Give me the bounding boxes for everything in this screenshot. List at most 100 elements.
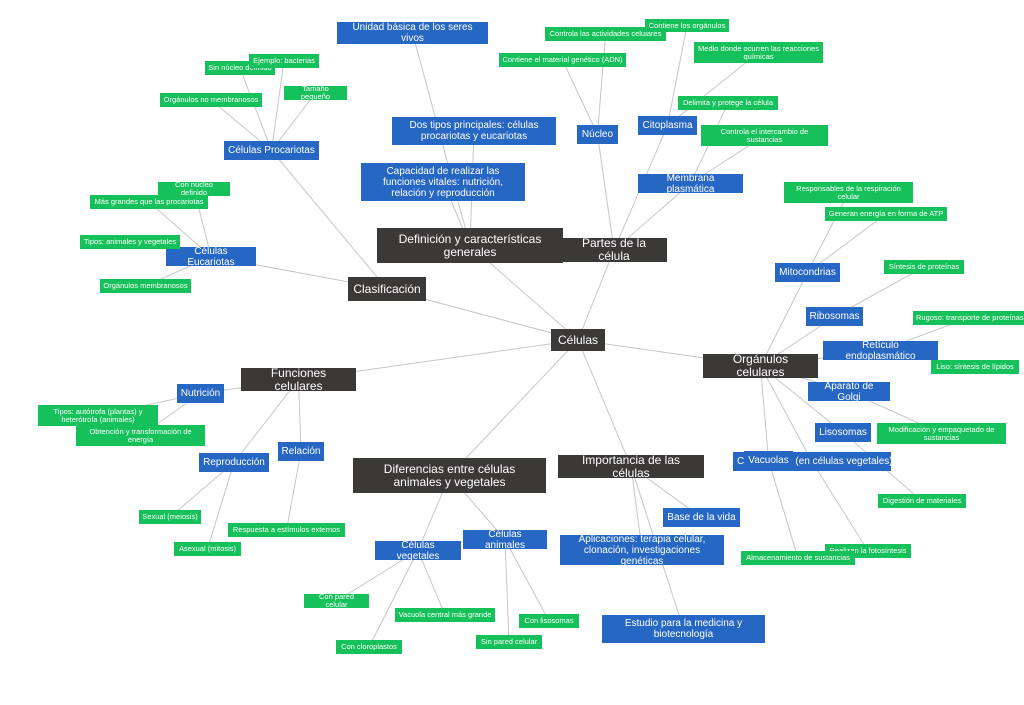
detail-sin-pared-celular[interactable]: Sin pared celular — [476, 635, 542, 649]
subtopic-capacidad[interactable]: Capacidad de realizar las funciones vita… — [361, 163, 525, 201]
detail-label: Sin pared celular — [480, 637, 538, 647]
detail-label: Ejemplo: bacterias — [253, 56, 315, 66]
topic-importancia[interactable]: Importancia de las células — [558, 455, 704, 478]
detail-con-lisosomas[interactable]: Con lisosomas — [519, 614, 579, 628]
detail-contiene-organulos[interactable]: Contiene los orgánulos — [645, 19, 729, 32]
detail-mas-grandes[interactable]: Más grandes que las procariotas — [90, 195, 208, 209]
subtopic-aparato-golgi[interactable]: Aparato de Golgi — [808, 382, 890, 401]
connector-line — [760, 272, 808, 367]
detail-sintesis-proteinas[interactable]: Síntesis de proteínas — [884, 260, 964, 274]
topic-clasificacion[interactable]: Clasificación — [348, 277, 426, 301]
detail-label: Tipos: animales y vegetales — [83, 237, 177, 247]
detail-respuesta-estimulos[interactable]: Respuesta a estímulos externos — [228, 523, 345, 537]
topic-label: Funciones celulares — [270, 368, 327, 391]
detail-label: Delimita y protege la célula — [682, 98, 774, 108]
detail-ejemplo-bacterias[interactable]: Ejemplo: bacterias — [249, 54, 319, 68]
subtopic-reticulo-endoplasmatico[interactable]: Retículo endoplasmático — [823, 341, 938, 360]
subtopic-aplicaciones[interactable]: Aplicaciones: terapia celular, clonación… — [560, 535, 724, 565]
subtopic-nutricion[interactable]: Nutrición — [177, 384, 224, 403]
subtopic-nucleo[interactable]: Núcleo — [577, 125, 618, 144]
subtopic-mitocondrias[interactable]: Mitocondrias — [775, 263, 840, 282]
subtopic-ribosomas[interactable]: Ribosomas — [806, 307, 863, 326]
detail-organulos-membranosos[interactable]: Orgánulos membranosos — [100, 279, 191, 293]
detail-label: Con cloroplastos — [341, 642, 397, 652]
detail-label: Contiene los orgánulos — [648, 20, 726, 30]
detail-label: Controla el intercambio de sustancias — [720, 126, 809, 144]
detail-label: Digestión de materiales — [882, 496, 962, 506]
detail-label: Modificación y empaquetado de sustancias — [888, 424, 995, 442]
subtopic-label: Células vegetales — [396, 541, 440, 560]
detail-organulos-no-membranosos[interactable]: Orgánulos no membranosos — [160, 93, 262, 107]
subtopic-label: Nutrición — [180, 388, 221, 399]
subtopic-relacion[interactable]: Relación — [278, 442, 324, 461]
subtopic-label: Núcleo — [581, 129, 614, 140]
detail-label: Realizan la fotosíntesis — [829, 546, 907, 556]
detail-material-genetico[interactable]: Contiene el material genético (ADN) — [499, 53, 626, 67]
subtopic-membrana-plasmatica[interactable]: Membrana plasmática — [638, 174, 743, 193]
detail-label: Vacuola central más grande — [398, 610, 492, 620]
connector-line — [233, 379, 299, 463]
detail-digestion-materiales[interactable]: Digestión de materiales — [878, 494, 966, 508]
topic-organulos-celulares[interactable]: Orgánulos celulares — [703, 354, 818, 378]
detail-label: Con lisosomas — [524, 616, 574, 626]
topic-funciones-celulares[interactable]: Funciones celulares — [241, 368, 356, 391]
detail-tamano-pequeno[interactable]: Tamaño pequeño — [284, 86, 347, 100]
subtopic-reproduccion[interactable]: Reproducción — [199, 453, 269, 472]
subtopic-unidad-basica[interactable]: Unidad básica de los seres vivos — [337, 22, 488, 44]
subtopic-label: Capacidad de realizar las funciones vita… — [382, 165, 504, 199]
subtopic-estudio-medicina[interactable]: Estudio para la medicina y biotecnología — [602, 615, 765, 643]
subtopic-base-vida[interactable]: Base de la vida — [663, 508, 740, 527]
subtopic-label: Células Eucariotas — [187, 247, 235, 266]
detail-genera-atp[interactable]: Generan energía en forma de ATP — [825, 207, 947, 221]
connector-line — [286, 451, 302, 531]
subtopic-citoplasma[interactable]: Citoplasma — [638, 116, 697, 135]
topic-definicion[interactable]: Definición y características generales — [377, 228, 563, 263]
detail-delimita-protege[interactable]: Delimita y protege la célula — [678, 96, 778, 110]
detail-respiracion-celular[interactable]: Responsables de la respiración celular — [784, 182, 913, 203]
detail-label: Medio donde ocurren las reacciones quími… — [698, 43, 819, 61]
detail-label: Sexual (meiosis) — [142, 512, 198, 522]
detail-modificacion-empaquetado[interactable]: Modificación y empaquetado de sustancias — [877, 423, 1006, 444]
connector-line — [449, 339, 579, 476]
central-node-celulas[interactable]: Células — [551, 329, 605, 351]
detail-sexual-meiosis[interactable]: Sexual (meiosis) — [139, 510, 201, 524]
subtopic-celulas-eucariotas[interactable]: Células Eucariotas — [166, 247, 256, 266]
detail-intercambio-sustancias[interactable]: Controla el intercambio de sustancias — [701, 125, 828, 146]
connector-line — [368, 550, 419, 648]
topic-partes-celula[interactable]: Partes de la célula — [561, 238, 667, 262]
detail-con-pared-celular[interactable]: Con pared celular — [304, 594, 369, 608]
subtopic-celulas-procariotas[interactable]: Células Procariotas — [224, 141, 319, 160]
detail-vacuola-central[interactable]: Vacuola central más grande — [395, 608, 495, 622]
topic-label: Orgánulos celulares — [732, 354, 789, 378]
subtopic-lisosomas[interactable]: Lisosomas — [815, 423, 871, 442]
detail-controla-actividades[interactable]: Controla las actividades celulares — [545, 27, 666, 41]
subtopic-celulas-animales[interactable]: Células animales — [463, 530, 547, 549]
detail-tipos-nutricion[interactable]: Tipos: autótrofa (plantas) y heterótrofa… — [38, 405, 158, 426]
detail-asexual-mitosis[interactable]: Asexual (mitosis) — [174, 542, 241, 556]
detail-rugoso-transporte[interactable]: Rugoso: transporte de proteínas — [913, 311, 1024, 325]
subtopic-label: Citoplasma — [642, 120, 693, 131]
subtopic-label: Mitocondrias — [779, 267, 836, 278]
subtopic-label: Aplicaciones: terapia celular, clonación… — [578, 535, 706, 565]
subtopic-vacuolas[interactable]: Vacuolas — [744, 451, 793, 470]
subtopic-label: Relación — [281, 446, 321, 457]
detail-con-cloroplastos[interactable]: Con cloroplastos — [336, 640, 402, 654]
connector-line — [504, 539, 550, 622]
subtopic-label: Lisosomas — [819, 427, 867, 438]
detail-obtencion-energia[interactable]: Obtención y transformación de energía — [76, 425, 205, 446]
detail-tipos-animales-vegetales[interactable]: Tipos: animales y vegetales — [80, 235, 180, 249]
detail-medio-reacciones[interactable]: Medio donde ocurren las reacciones quími… — [694, 42, 823, 63]
detail-liso-lipidos[interactable]: Liso: síntesis de lípidos — [931, 360, 1019, 374]
detail-label: Obtención y transformación de energía — [89, 426, 192, 444]
detail-label: Respuesta a estímulos externos — [232, 525, 341, 535]
detail-con-nucleo[interactable]: Con núcleo definido — [158, 182, 230, 196]
detail-almacenamiento[interactable]: Almacenamiento de sustancias — [741, 551, 855, 565]
subtopic-label: Membrana plasmática — [666, 174, 715, 193]
connector-line — [271, 60, 285, 151]
detail-label: Liso: síntesis de lípidos — [936, 362, 1014, 372]
topic-diferencias[interactable]: Diferencias entre células animales y veg… — [353, 458, 546, 493]
connector-line — [597, 33, 606, 135]
subtopic-celulas-vegetales[interactable]: Células vegetales — [375, 541, 461, 560]
topic-label: Importancia de las células — [581, 455, 681, 478]
subtopic-dos-tipos[interactable]: Dos tipos principales: células procariot… — [392, 117, 556, 145]
